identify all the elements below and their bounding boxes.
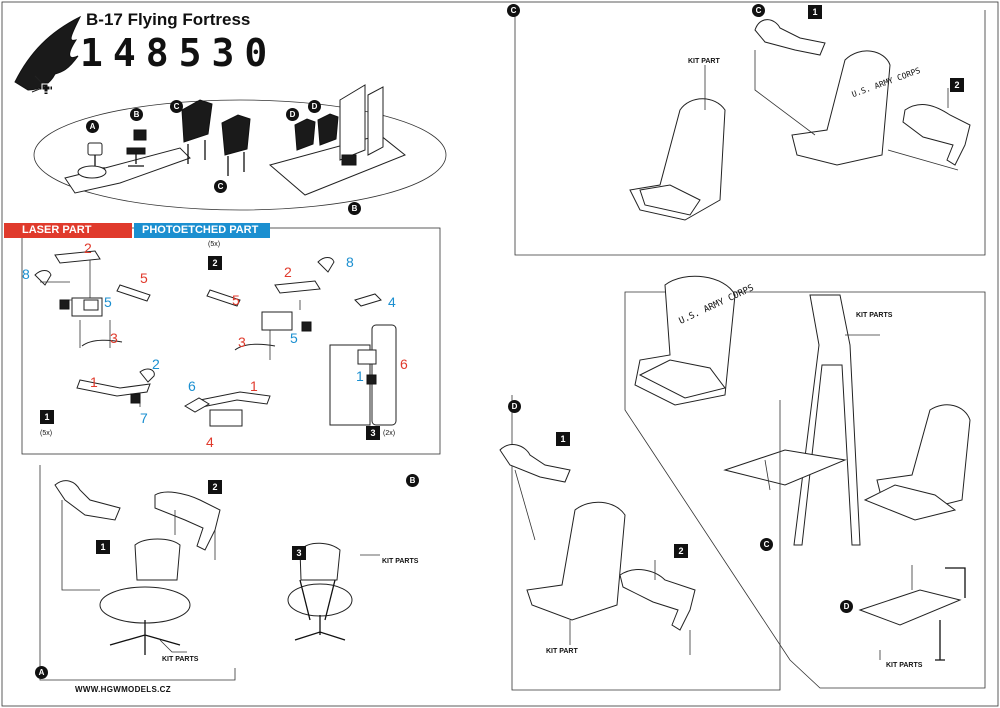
- kit-part-label: KIT PART: [688, 58, 720, 65]
- section-a-step-1: 1: [96, 540, 110, 554]
- section-d-drawings: [499, 444, 696, 655]
- kit-part-label-d: KIT PART: [546, 648, 578, 655]
- part-number: 6: [400, 356, 408, 372]
- overview-label-b2: B: [348, 202, 361, 215]
- section-a-frame: [39, 465, 236, 681]
- part-number: 2: [84, 240, 92, 256]
- section-a-marker: A: [35, 666, 48, 679]
- part-number: 3: [110, 330, 118, 346]
- section-a-drawings: [54, 480, 380, 655]
- right-harness-parts: [184, 257, 335, 427]
- section-d-step-1: 1: [556, 432, 570, 446]
- part-number: 2: [152, 356, 160, 372]
- section-c-marker-seat: C: [752, 4, 765, 17]
- kit-parts-label-b: KIT PARTS: [382, 558, 419, 565]
- section-c-step-2: 2: [950, 78, 964, 92]
- overview-seat-b: [126, 129, 147, 167]
- overview-label-c2: C: [214, 180, 227, 193]
- part-number: 8: [346, 254, 354, 270]
- part-number: 1: [90, 374, 98, 390]
- section-a-step-2: 2: [208, 480, 222, 494]
- section-a-step-3: 3: [292, 546, 306, 560]
- overview-label-d: D: [286, 108, 299, 121]
- section-d-step-2: 2: [674, 544, 688, 558]
- part-number: 6: [188, 378, 196, 394]
- part-number: 5: [140, 270, 148, 286]
- part-number: 4: [206, 434, 214, 450]
- kit-parts-label: KIT PARTS: [162, 656, 199, 663]
- product-code: 148530: [80, 31, 278, 75]
- overview-label-c: C: [170, 100, 183, 113]
- overview-label-d2: D: [308, 100, 321, 113]
- page-title: B-17 Flying Fortress: [86, 10, 251, 29]
- part-number: 5: [104, 294, 112, 310]
- kit-parts-label-bottom: KIT PARTS: [886, 662, 923, 669]
- part-number: 2: [284, 264, 292, 280]
- overview-interior-d: [268, 84, 406, 196]
- section-c-marker-top: C: [507, 4, 520, 17]
- part-number: 5: [232, 292, 240, 308]
- step-1-qty: (5x): [40, 430, 53, 437]
- buckle-parts: [329, 293, 397, 426]
- part-number: 5: [290, 330, 298, 346]
- overview-ellipse: [33, 99, 447, 211]
- website-footer: WWW.HGWMODELS.CZ: [75, 685, 171, 694]
- section-b-marker: B: [406, 474, 419, 487]
- laser-part-legend: LASER PART: [4, 223, 132, 238]
- section-c-frame: [624, 291, 986, 689]
- part-number: 8: [22, 266, 30, 282]
- step-1-badge: 1: [40, 410, 54, 424]
- step-3-badge: 3: [366, 426, 380, 440]
- part-number: 1: [250, 378, 258, 394]
- kit-parts-label-c: KIT PARTS: [856, 312, 893, 319]
- overview-seat-a: [64, 142, 191, 194]
- overview-seat-c2: [221, 114, 251, 176]
- part-number: 4: [388, 294, 396, 310]
- step-2-qty: (5x): [208, 241, 221, 248]
- overview-label-b: B: [130, 108, 143, 121]
- section-c-top-frame: [514, 10, 986, 256]
- section-c-top-drawings: [629, 19, 971, 221]
- step-3-qty: (2x): [383, 430, 396, 437]
- part-number: 7: [140, 410, 148, 426]
- section-d-marker: D: [508, 400, 521, 413]
- overview-label-a: A: [86, 120, 99, 133]
- photoetched-part-legend: PHOTOETCHED PART: [134, 223, 270, 238]
- step-2-badge: 2: [208, 256, 222, 270]
- eagle-logo: [14, 15, 82, 94]
- overview-seat-c1: [181, 99, 213, 164]
- left-harness-parts: [34, 250, 155, 407]
- section-d-marker-table: D: [840, 600, 853, 613]
- section-c-step-1: 1: [808, 5, 822, 19]
- part-number: 1: [356, 368, 364, 384]
- section-c-marker: C: [760, 538, 773, 551]
- section-d-frame: [511, 395, 781, 691]
- part-number: 3: [238, 334, 246, 350]
- section-c-drawings: [634, 275, 971, 661]
